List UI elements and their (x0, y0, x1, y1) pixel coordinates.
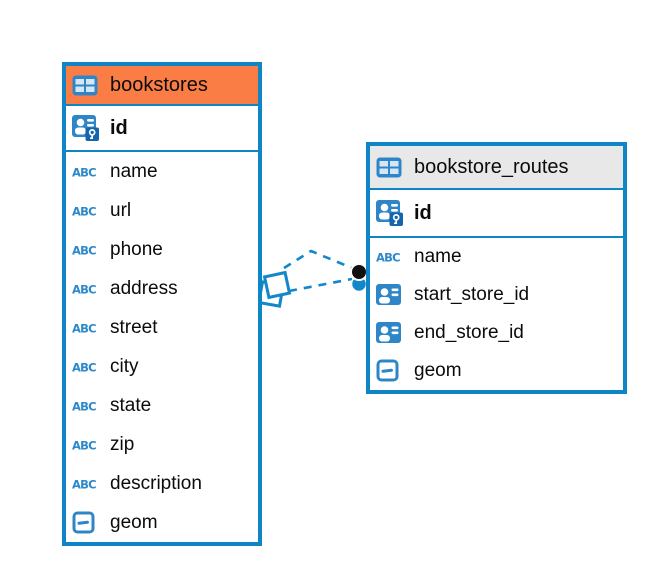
table-icon (376, 157, 406, 178)
text-type-icon: ABC (72, 477, 102, 491)
geometry-type-icon (376, 359, 406, 383)
reference-id-icon (376, 322, 406, 344)
relation-line-lower[interactable] (288, 277, 353, 293)
table-header[interactable]: bookstore_routes (370, 146, 623, 190)
text-type-icon: ABC (72, 399, 102, 413)
svg-text:ABC: ABC (376, 251, 400, 265)
text-type-icon: ABC (72, 204, 102, 218)
column-label: description (110, 472, 202, 494)
table-header[interactable]: bookstores (66, 66, 258, 106)
column-row[interactable]: ABC name (66, 152, 258, 191)
column-row[interactable]: ABC zip (66, 425, 258, 464)
column-label: url (110, 199, 132, 221)
column-row[interactable]: end_store_id (370, 314, 623, 352)
relation-line-upper[interactable] (283, 249, 353, 270)
text-type-icon: ABC (72, 282, 102, 296)
column-row[interactable]: id (66, 106, 258, 150)
column-label: street (110, 316, 158, 338)
svg-text:ABC: ABC (72, 477, 96, 491)
column-label: phone (110, 238, 163, 260)
text-type-icon: ABC (72, 321, 102, 335)
text-type-icon: ABC (72, 438, 102, 452)
geometry-type-icon (72, 511, 102, 535)
column-row[interactable]: start_store_id (370, 276, 623, 314)
svg-text:ABC: ABC (72, 438, 96, 452)
svg-text:ABC: ABC (72, 321, 96, 335)
table-keys: id (370, 190, 623, 238)
column-label: address (110, 277, 178, 299)
table-title: bookstore_routes (414, 155, 569, 178)
svg-text:ABC: ABC (72, 243, 96, 257)
column-label: name (414, 246, 462, 267)
svg-text:ABC: ABC (72, 204, 96, 218)
column-row[interactable]: geom (66, 503, 258, 542)
column-row[interactable]: ABC url (66, 191, 258, 230)
column-label: end_store_id (414, 322, 524, 343)
column-row[interactable]: ABC street (66, 308, 258, 347)
column-row[interactable]: ABC state (66, 386, 258, 425)
diamond-upper[interactable] (262, 270, 292, 300)
column-label: geom (110, 511, 158, 533)
column-row[interactable]: id (370, 190, 623, 236)
text-type-icon: ABC (72, 360, 102, 374)
table-keys: id (66, 106, 258, 152)
table-icon (72, 75, 102, 96)
primary-key-icon (376, 199, 406, 227)
entity-bookstore-routes[interactable]: bookstore_routes id ABC name start_store_i… (366, 142, 627, 394)
column-row[interactable]: geom (370, 352, 623, 390)
column-label: name (110, 160, 158, 182)
column-label: start_store_id (414, 284, 530, 305)
relation-dot-primary[interactable] (350, 263, 368, 281)
column-row[interactable]: ABC address (66, 269, 258, 308)
svg-text:ABC: ABC (72, 399, 96, 413)
column-row[interactable]: ABC city (66, 347, 258, 386)
text-type-icon: ABC (72, 165, 102, 179)
svg-text:ABC: ABC (72, 360, 96, 374)
text-type-icon: ABC (72, 243, 102, 257)
column-label: id (110, 116, 128, 139)
svg-text:ABC: ABC (72, 165, 96, 179)
column-label: geom (414, 360, 462, 381)
text-type-icon: ABC (376, 250, 406, 265)
column-label: city (110, 355, 139, 377)
svg-text:ABC: ABC (72, 282, 96, 296)
column-row[interactable]: ABC name (370, 238, 623, 276)
table-title: bookstores (110, 73, 208, 96)
column-row[interactable]: ABC phone (66, 230, 258, 269)
column-label: id (414, 201, 432, 224)
column-row[interactable]: ABC description (66, 464, 258, 503)
reference-id-icon (376, 284, 406, 306)
primary-key-icon (72, 114, 102, 142)
column-label: zip (110, 433, 135, 455)
column-label: state (110, 394, 152, 416)
relation-diamond-marker[interactable] (257, 270, 292, 308)
